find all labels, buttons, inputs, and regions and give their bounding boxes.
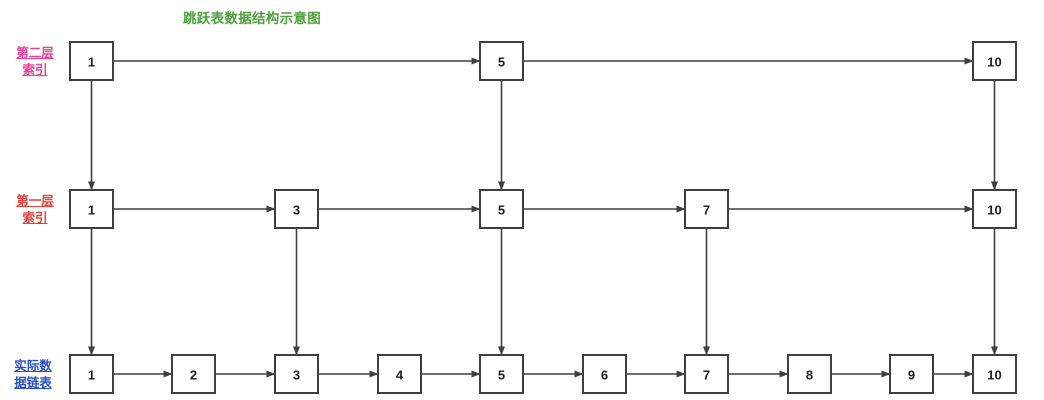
- node-value: 6: [601, 368, 608, 383]
- row-label-line: 据链表: [14, 376, 52, 390]
- node-box-outline: [274, 354, 319, 394]
- node-data-linked-list-6[interactable]: 6: [582, 354, 627, 394]
- node-value: 9: [908, 368, 915, 383]
- node-layer: 1 5 10 1 3 5 7 10 1 2 3 4 5 6 7 8 9 10: [69, 41, 1017, 394]
- node-box-outline: [274, 189, 319, 229]
- node-data-linked-list-1[interactable]: 1: [69, 354, 114, 394]
- node-level2-index-1[interactable]: 1: [69, 41, 114, 81]
- node-box-outline: [479, 189, 524, 229]
- node-value: 8: [806, 368, 813, 383]
- node-box-outline: [787, 354, 832, 394]
- node-value: 5: [498, 203, 505, 218]
- link-layer: [88, 57, 998, 378]
- node-value: 7: [703, 368, 710, 383]
- node-box-outline: [972, 189, 1017, 229]
- node-box-outline: [171, 354, 216, 394]
- node-level1-index-5[interactable]: 5: [479, 189, 524, 229]
- row-label-line: 索引: [22, 63, 48, 77]
- node-value: 7: [703, 203, 710, 218]
- row-label-level2-index: 第二层索引: [4, 45, 66, 79]
- node-box-outline: [972, 354, 1017, 394]
- row-label-line: 第一层: [16, 194, 54, 208]
- node-data-linked-list-9[interactable]: 9: [889, 354, 934, 394]
- node-data-linked-list-8[interactable]: 8: [787, 354, 832, 394]
- node-box-outline: [69, 189, 114, 229]
- node-level1-index-1[interactable]: 1: [69, 189, 114, 229]
- node-data-linked-list-5[interactable]: 5: [479, 354, 524, 394]
- node-box-outline: [69, 41, 114, 81]
- node-box-outline: [889, 354, 934, 394]
- node-data-linked-list-4[interactable]: 4: [377, 354, 422, 394]
- node-value: 5: [498, 368, 505, 383]
- node-level1-index-3[interactable]: 3: [274, 189, 319, 229]
- node-box-outline: [479, 41, 524, 81]
- node-box-outline: [582, 354, 627, 394]
- row-label-line: 索引: [22, 211, 48, 225]
- node-value: 3: [293, 203, 300, 218]
- node-box-outline: [479, 354, 524, 394]
- node-data-linked-list-10[interactable]: 10: [972, 354, 1017, 394]
- node-data-linked-list-3[interactable]: 3: [274, 354, 319, 394]
- node-box-outline: [684, 189, 729, 229]
- node-data-linked-list-7[interactable]: 7: [684, 354, 729, 394]
- node-value: 10: [987, 368, 1001, 383]
- row-label-data-linked-list: 实际数据链表: [2, 358, 64, 392]
- node-data-linked-list-2[interactable]: 2: [171, 354, 216, 394]
- row-label-line: 实际数: [14, 359, 52, 373]
- node-value: 3: [293, 368, 300, 383]
- node-level2-index-5[interactable]: 5: [479, 41, 524, 81]
- row-label-level1-index: 第一层索引: [4, 193, 66, 227]
- node-value: 10: [987, 55, 1001, 70]
- node-value: 10: [987, 203, 1001, 218]
- page-title: 跳跃表数据结构示意图: [183, 11, 321, 26]
- node-level1-index-7[interactable]: 7: [684, 189, 729, 229]
- node-value: 1: [88, 55, 95, 70]
- node-box-outline: [69, 354, 114, 394]
- node-value: 4: [396, 368, 404, 383]
- node-value: 1: [88, 203, 95, 218]
- node-level1-index-10[interactable]: 10: [972, 189, 1017, 229]
- node-value: 2: [190, 368, 197, 383]
- node-box-outline: [972, 41, 1017, 81]
- node-level2-index-10[interactable]: 10: [972, 41, 1017, 81]
- node-value: 5: [498, 55, 505, 70]
- node-box-outline: [377, 354, 422, 394]
- row-label-line: 第二层: [16, 46, 54, 60]
- node-value: 1: [88, 368, 95, 383]
- node-box-outline: [684, 354, 729, 394]
